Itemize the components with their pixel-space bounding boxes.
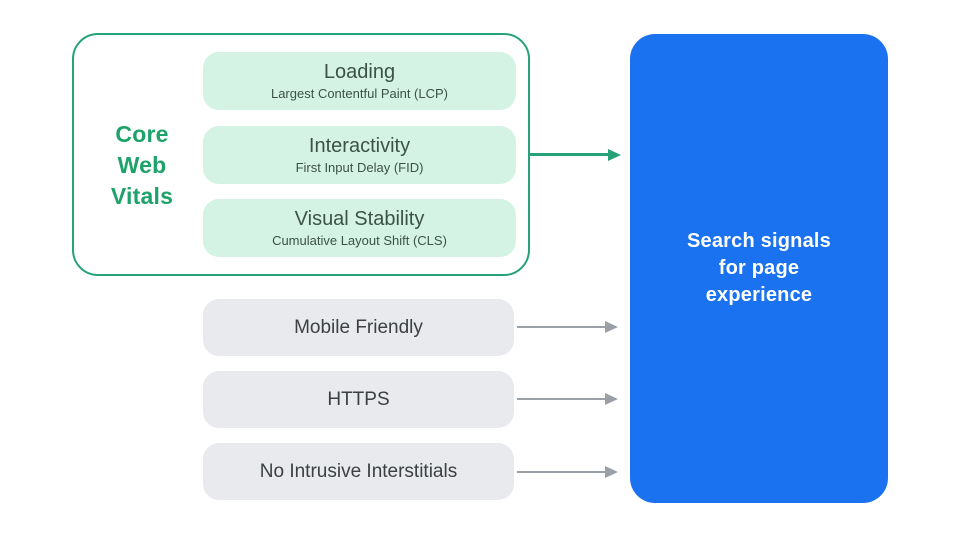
arrow-head-icon (608, 148, 621, 161)
arrow-no-intrusive-interstitials (517, 466, 618, 478)
vital-subtitle: Largest Contentful Paint (LCP) (270, 86, 449, 101)
signal-card-no-intrusive-interstitials: No Intrusive Interstitials (203, 443, 514, 500)
arrow-head-icon (605, 466, 618, 478)
arrow-mobile-friendly (517, 321, 618, 333)
search-signals-box: Search signals for page experience (630, 34, 888, 503)
arrow-https (517, 393, 618, 405)
arrow-line (517, 471, 605, 473)
vital-title: Interactivity (308, 135, 411, 157)
vital-title: Loading (323, 61, 396, 83)
vital-title: Visual Stability (294, 208, 425, 230)
signal-card-https: HTTPS (203, 371, 514, 428)
arrow-head-icon (605, 393, 618, 405)
signal-label: No Intrusive Interstitials (259, 460, 458, 482)
search-signals-line: for page (718, 257, 800, 279)
search-signals-line: experience (705, 284, 813, 306)
arrow-head-icon (605, 321, 618, 333)
signal-label: HTTPS (327, 388, 390, 410)
signal-label: Mobile Friendly (294, 316, 423, 338)
vital-subtitle: First Input Delay (FID) (295, 160, 424, 175)
arrow-line (517, 326, 605, 328)
vital-card-interactivity: Interactivity First Input Delay (FID) (203, 126, 516, 184)
arrow-line (517, 398, 605, 400)
arrow-core-web-vitals (530, 148, 621, 161)
vital-subtitle: Cumulative Layout Shift (CLS) (272, 233, 447, 248)
core-web-vitals-label: Core Web Vitals (110, 121, 174, 209)
vital-card-loading: Loading Largest Contentful Paint (LCP) (203, 52, 516, 110)
core-web-vitals-group: Core Web Vitals Loading Largest Contentf… (72, 33, 530, 276)
signal-card-mobile-friendly: Mobile Friendly (203, 299, 514, 356)
vital-card-visual-stability: Visual Stability Cumulative Layout Shift… (203, 199, 516, 257)
search-signals-line: Search signals (687, 230, 831, 252)
arrow-line (530, 153, 608, 156)
